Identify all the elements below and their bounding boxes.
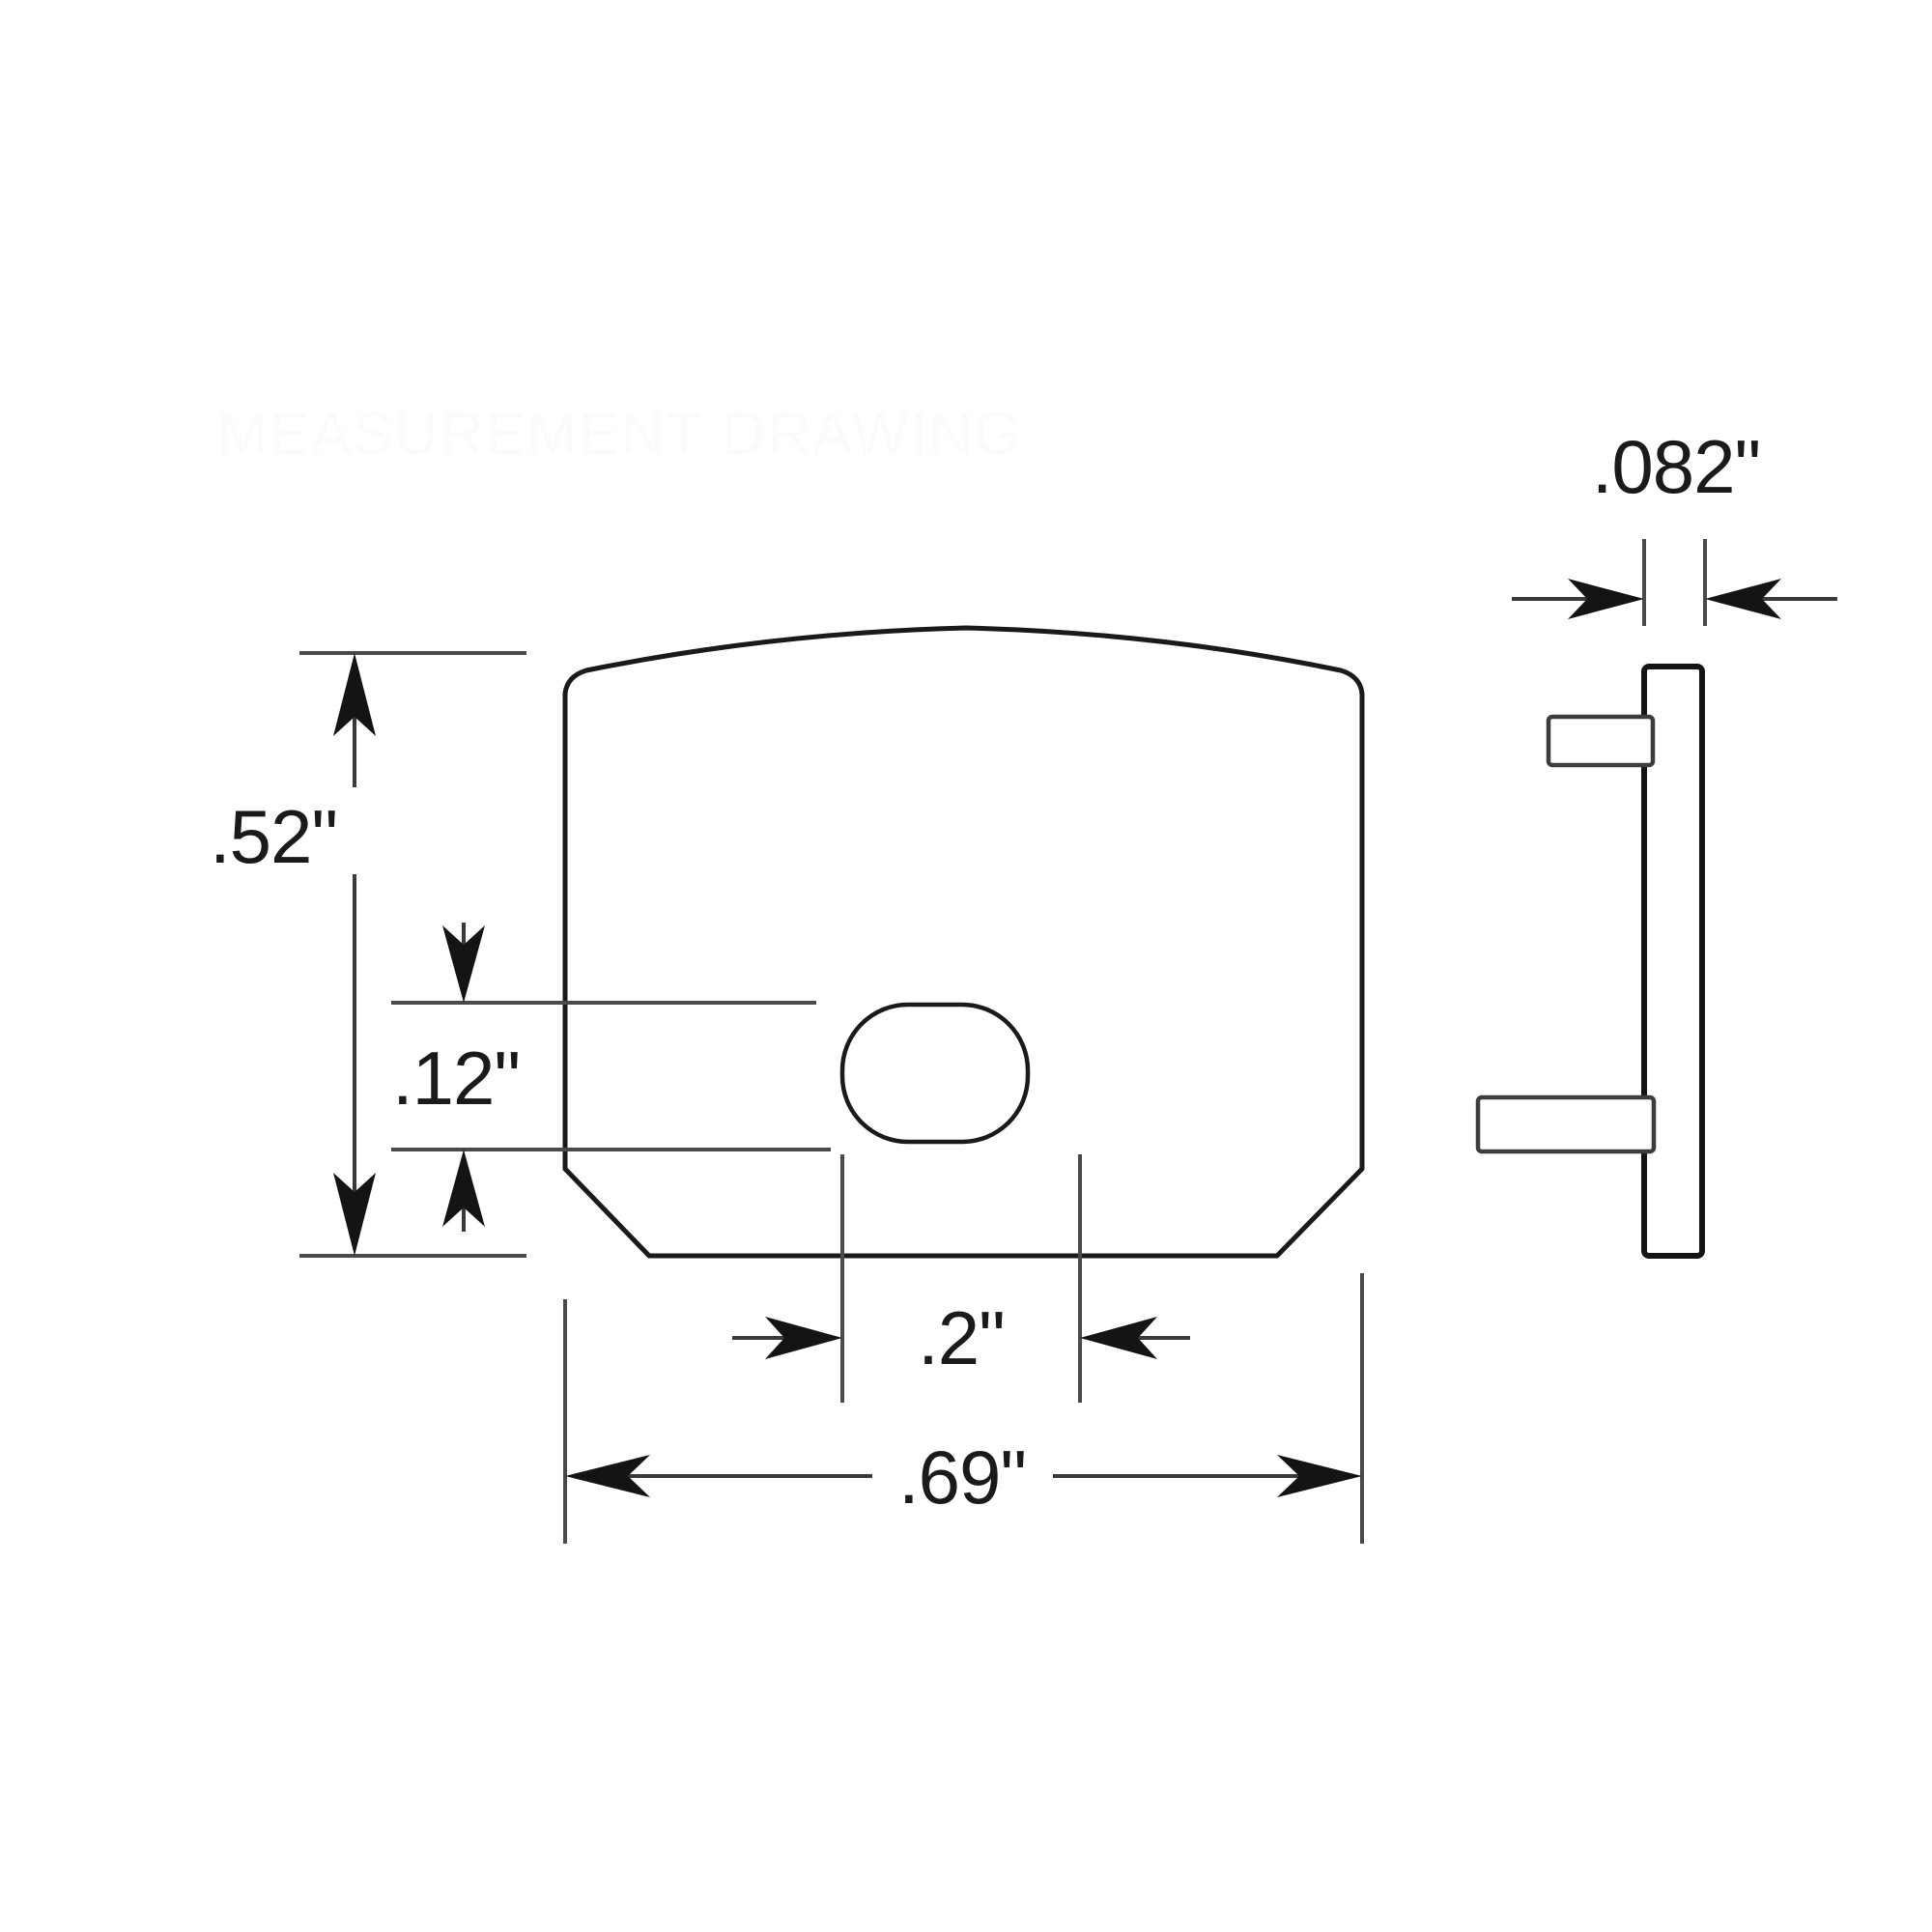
arrow-up-12 — [442, 1150, 485, 1227]
part-outline-front — [562, 625, 1365, 1259]
arrow-right-082 — [1568, 579, 1644, 619]
side-view — [1475, 664, 1705, 1259]
dimension-label-height: .52" — [210, 794, 337, 879]
dimension-width-overall: .69" — [563, 1273, 1364, 1544]
front-view — [562, 625, 1365, 1259]
upper-tab — [1546, 714, 1656, 768]
dimension-slot-width: .2" — [732, 1154, 1190, 1403]
arrow-up-52 — [333, 653, 376, 736]
arrow-right-2 — [765, 1317, 842, 1359]
arrow-down-52 — [333, 1173, 376, 1256]
dimension-height-overall: .52" — [210, 651, 526, 1258]
oblong-hole — [839, 1002, 1031, 1145]
dimension-label-width: .69" — [898, 1435, 1026, 1520]
lower-tab — [1475, 1094, 1657, 1154]
arrow-left-082 — [1705, 579, 1781, 619]
dimension-label-slot-width: .2" — [918, 1295, 1005, 1380]
side-plate-body — [1641, 664, 1705, 1259]
arrow-right-69 — [1277, 1455, 1362, 1497]
dimension-thickness: .082" — [1512, 424, 1837, 626]
arrow-down-12 — [442, 925, 485, 1003]
dimension-label-thickness: .082" — [1592, 424, 1761, 509]
arrow-left-2 — [1080, 1317, 1157, 1359]
dimension-slot-height: .12" — [391, 923, 831, 1232]
watermark-text: MEASUREMENT DRAWING — [217, 401, 1023, 468]
arrow-left-69 — [565, 1455, 650, 1497]
dimension-label-slot-height: .12" — [392, 1036, 520, 1121]
